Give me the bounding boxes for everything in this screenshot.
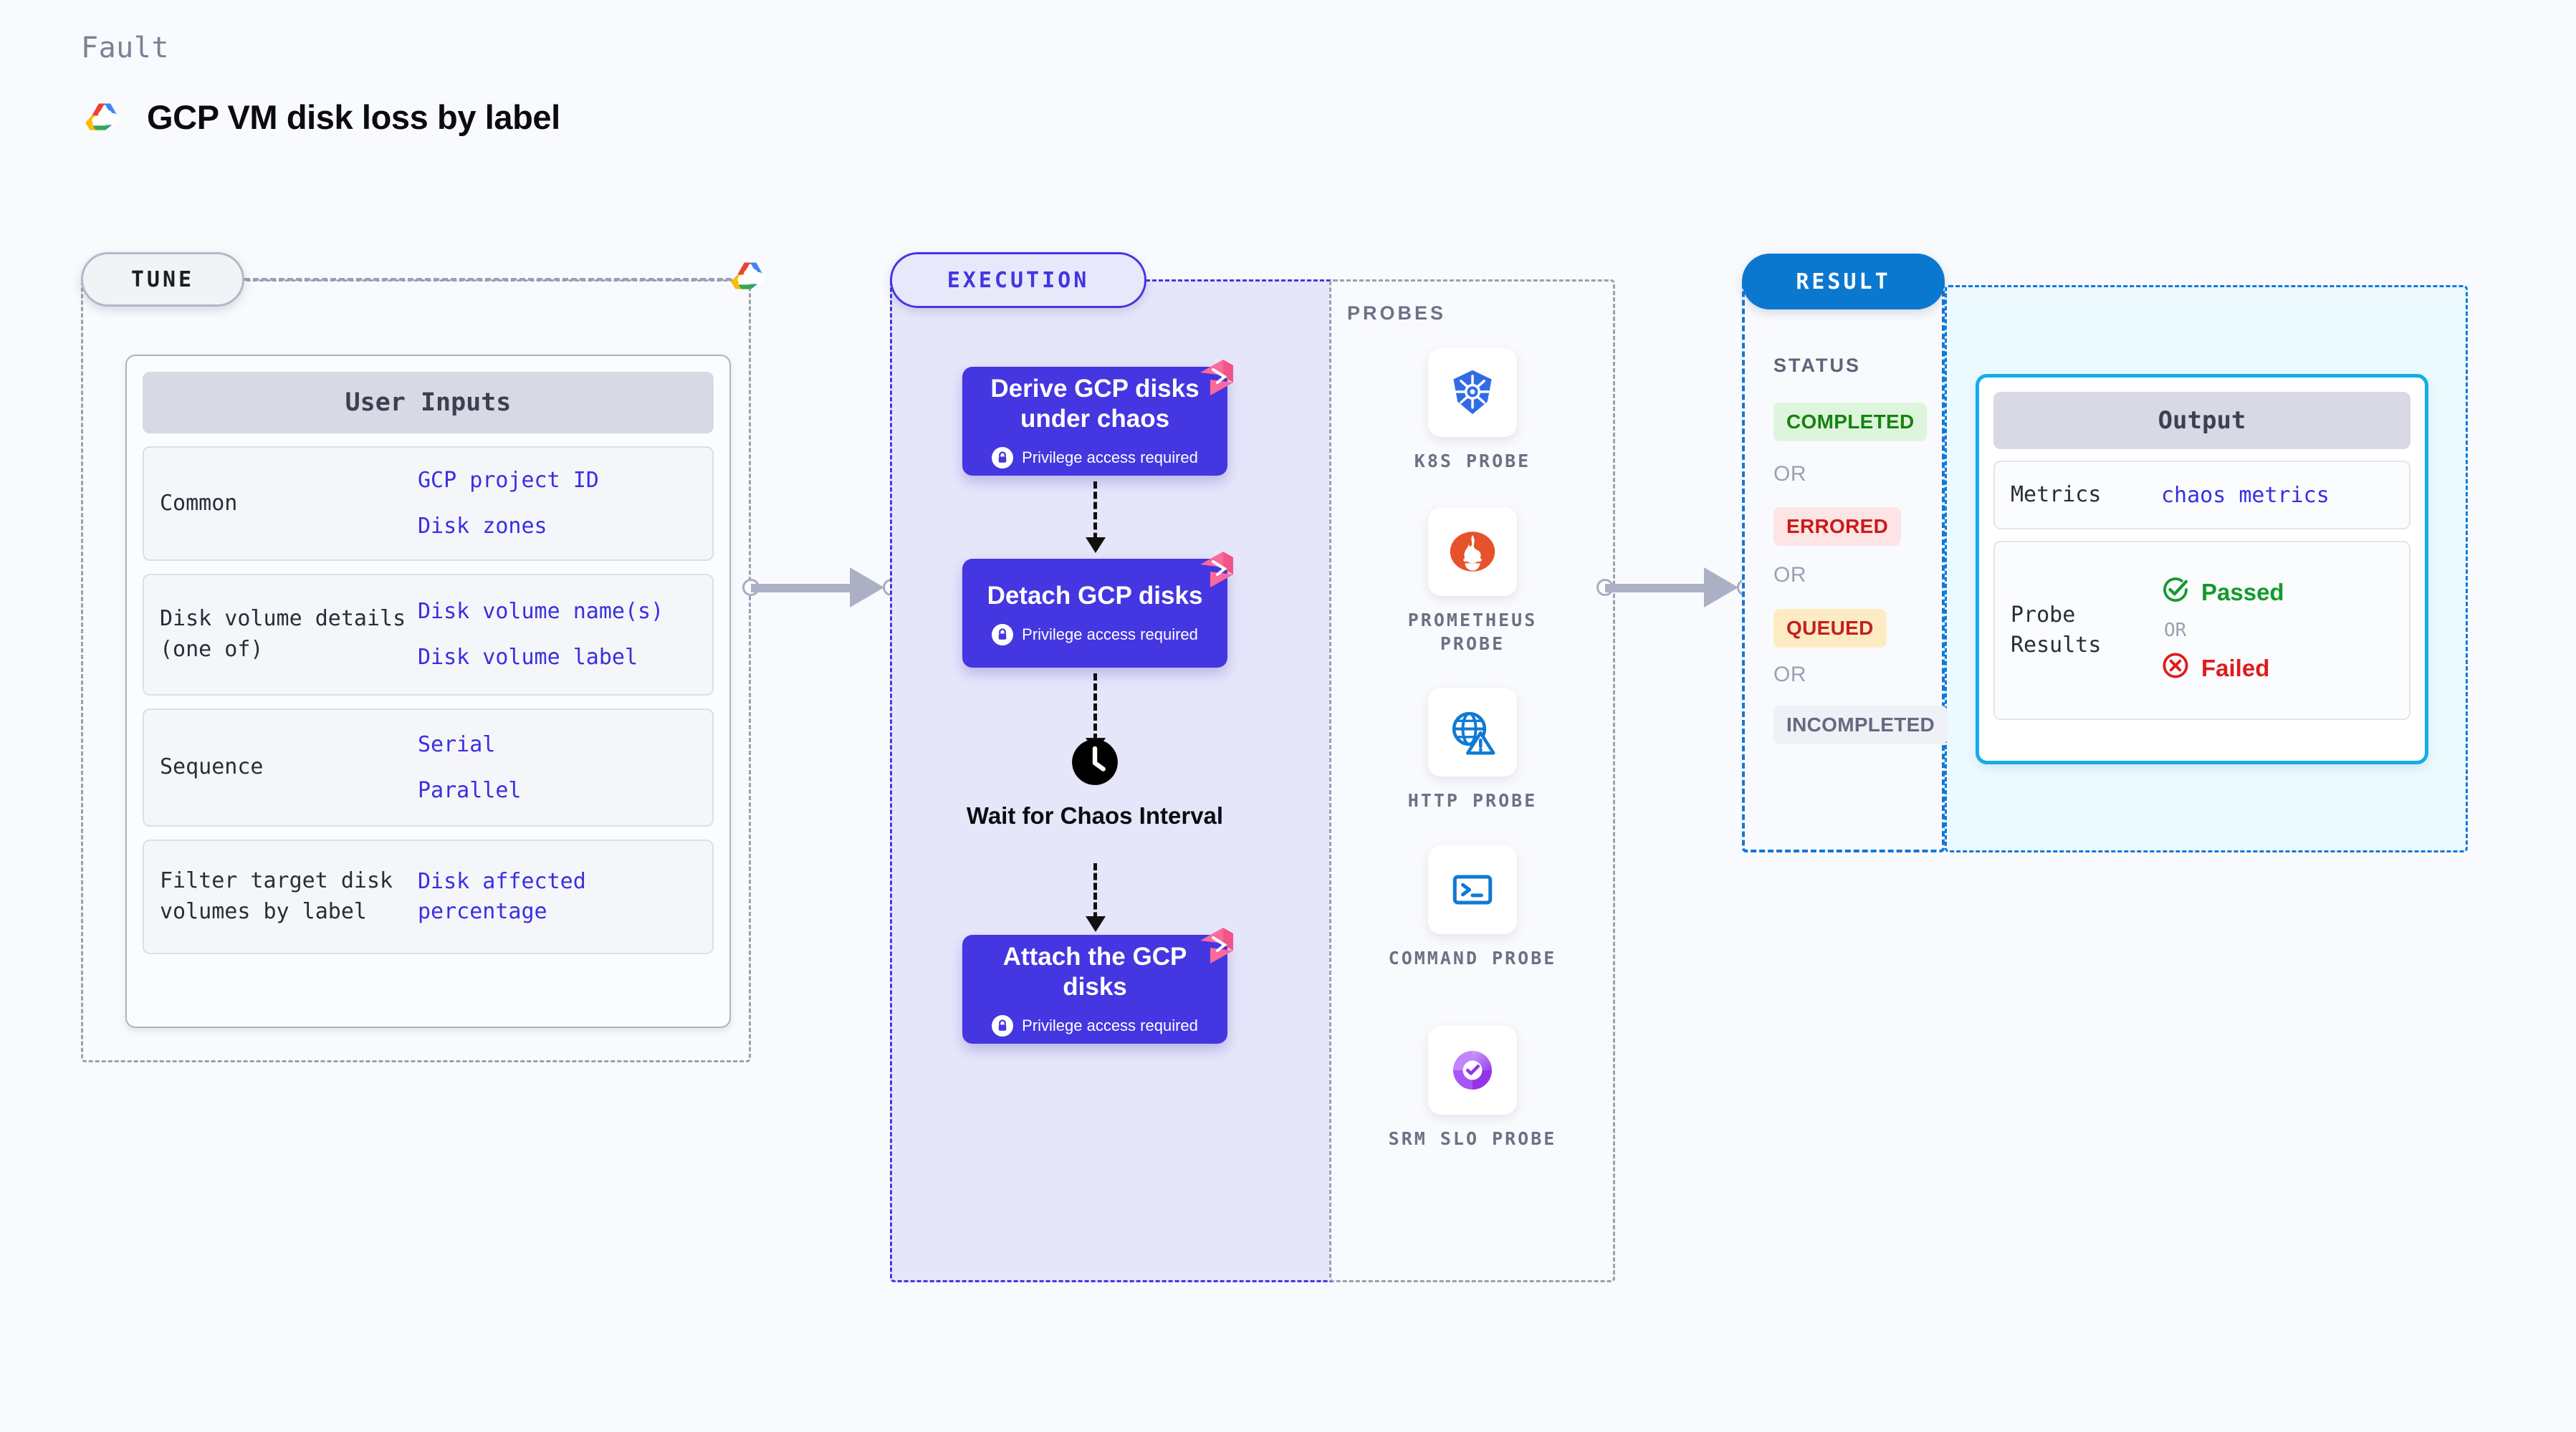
input-row-value[interactable]: GCP project ID xyxy=(418,468,599,493)
output-row-key: Metrics xyxy=(2011,482,2102,507)
input-row: Disk volume details (one of) Disk volume… xyxy=(143,574,714,696)
probe-item-k8s[interactable]: K8S PROBE xyxy=(1379,348,1566,474)
execution-step-title: Detach GCP disks xyxy=(987,582,1203,610)
page-header: GCP VM disk loss by label xyxy=(81,93,560,140)
probes-section-title: PROBES xyxy=(1347,302,1447,324)
user-inputs-heading: User Inputs xyxy=(143,372,714,433)
output-row-probe-results: Probe Results Passed OR xyxy=(1993,541,2410,720)
probe-item-prometheus[interactable]: PROMETHEUS PROBE xyxy=(1379,507,1566,655)
chaos-corner-icon xyxy=(1190,351,1243,404)
or-separator: OR xyxy=(2164,620,2187,641)
lock-icon xyxy=(992,447,1014,468)
execution-step-card[interactable]: Derive GCP disks under chaos Privilege a… xyxy=(962,360,1233,476)
globe-warning-icon xyxy=(1428,688,1517,777)
chaos-corner-icon xyxy=(1190,919,1243,972)
status-section-title: STATUS xyxy=(1773,355,1861,376)
input-row-key: Filter target disk volumes by label xyxy=(160,868,393,924)
privilege-note-text: Privilege access required xyxy=(1022,448,1198,466)
probe-verdict-label: Passed xyxy=(2201,579,2284,605)
privilege-note-text: Privilege access required xyxy=(1022,625,1198,643)
x-circle-icon xyxy=(2161,651,2190,686)
flow-arrow xyxy=(1086,481,1106,553)
probe-verdict-label: Failed xyxy=(2201,655,2270,681)
kubernetes-icon xyxy=(1428,348,1517,437)
connector-tune-to-execution xyxy=(742,566,900,609)
user-inputs-card: User Inputs Common GCP project ID Disk z… xyxy=(125,355,731,1028)
output-row-key: Probe Results xyxy=(2011,602,2102,658)
chaos-corner-icon xyxy=(1190,543,1243,596)
lock-icon xyxy=(992,624,1014,645)
execution-step-title: Derive GCP disks under chaos xyxy=(990,375,1200,433)
input-row-value[interactable]: Disk affected percentage xyxy=(418,869,586,924)
srm-slo-icon xyxy=(1428,1026,1517,1115)
execution-step-title: Attach the GCP disks xyxy=(1002,943,1187,1001)
probe-label: PROMETHEUS PROBE xyxy=(1407,610,1538,654)
input-row-value[interactable]: Disk zones xyxy=(418,514,547,539)
output-card: Output Metrics chaos metrics Probe Resul… xyxy=(1976,374,2428,764)
status-badge-queued: QUEUED xyxy=(1773,609,1887,648)
status-badge-incompleted: INCOMPLETED xyxy=(1773,706,1948,744)
page-title: GCP VM disk loss by label xyxy=(147,97,560,136)
input-row-value[interactable]: Parallel xyxy=(418,777,522,803)
execution-phase-badge[interactable]: EXECUTION xyxy=(890,252,1146,308)
privilege-note: Privilege access required xyxy=(992,1015,1198,1037)
lock-icon xyxy=(992,1015,1014,1037)
input-row: Common GCP project ID Disk zones xyxy=(143,446,714,561)
input-row-value[interactable]: Disk volume label xyxy=(418,645,638,670)
input-row-value[interactable]: Serial xyxy=(418,731,496,757)
probe-label: SRM SLO PROBE xyxy=(1388,1128,1557,1149)
probe-label: COMMAND PROBE xyxy=(1388,948,1557,969)
privilege-note: Privilege access required xyxy=(992,624,1198,645)
flow-arrow xyxy=(1086,863,1106,932)
probe-item-srm-slo[interactable]: SRM SLO PROBE xyxy=(1379,1026,1566,1151)
gcp-cloud-logo-icon xyxy=(81,93,128,140)
terminal-icon xyxy=(1428,845,1517,934)
output-heading: Output xyxy=(1993,392,2410,449)
status-badge-completed: COMPLETED xyxy=(1773,403,1928,441)
tune-phase-badge[interactable]: TUNE xyxy=(81,252,244,307)
privilege-note: Privilege access required xyxy=(992,447,1198,468)
output-row-metrics: Metrics chaos metrics xyxy=(1993,461,2410,529)
input-row-key: Common xyxy=(160,490,238,516)
clock-icon xyxy=(1071,738,1119,790)
or-separator: OR xyxy=(1773,663,1806,686)
status-badge-errored: ERRORED xyxy=(1773,507,1902,546)
probe-label: K8S PROBE xyxy=(1414,451,1531,471)
output-row-value[interactable]: chaos metrics xyxy=(2161,482,2330,508)
wait-node-label: Wait for Chaos Interval xyxy=(966,802,1224,829)
privilege-note-text: Privilege access required xyxy=(1022,1017,1198,1034)
execution-step-card[interactable]: Detach GCP disks Privilege access requir… xyxy=(962,552,1233,668)
tune-connector-line xyxy=(244,278,732,281)
result-phase-badge[interactable]: RESULT xyxy=(1742,254,1945,309)
input-row-key: Sequence xyxy=(160,754,264,780)
input-row-key: Disk volume details (one of) xyxy=(160,606,406,662)
probe-verdict-passed: Passed xyxy=(2161,575,2284,610)
execution-step-card[interactable]: Attach the GCP disks Privilege access re… xyxy=(962,928,1233,1044)
gcp-cloud-logo-icon xyxy=(727,252,778,304)
probe-item-http[interactable]: HTTP PROBE xyxy=(1379,688,1566,813)
connector-execution-to-result xyxy=(1596,566,1754,609)
wait-for-chaos-interval-node: Wait for Chaos Interval xyxy=(962,738,1227,830)
check-circle-icon xyxy=(2161,575,2190,610)
input-row-value[interactable]: Disk volume name(s) xyxy=(418,599,664,624)
result-phase-frame xyxy=(1742,279,1945,852)
probe-verdict-failed: Failed xyxy=(2161,651,2284,686)
or-separator: OR xyxy=(1773,462,1806,486)
probe-label: HTTP PROBE xyxy=(1407,790,1538,811)
probe-item-command[interactable]: COMMAND PROBE xyxy=(1379,845,1566,971)
prometheus-icon xyxy=(1428,507,1517,596)
page-kicker: Fault xyxy=(81,32,169,64)
input-row: Sequence Serial Parallel xyxy=(143,708,714,827)
probes-frame xyxy=(1329,279,1615,1282)
or-separator: OR xyxy=(1773,563,1806,587)
input-row: Filter target disk volumes by label Disk… xyxy=(143,840,714,954)
